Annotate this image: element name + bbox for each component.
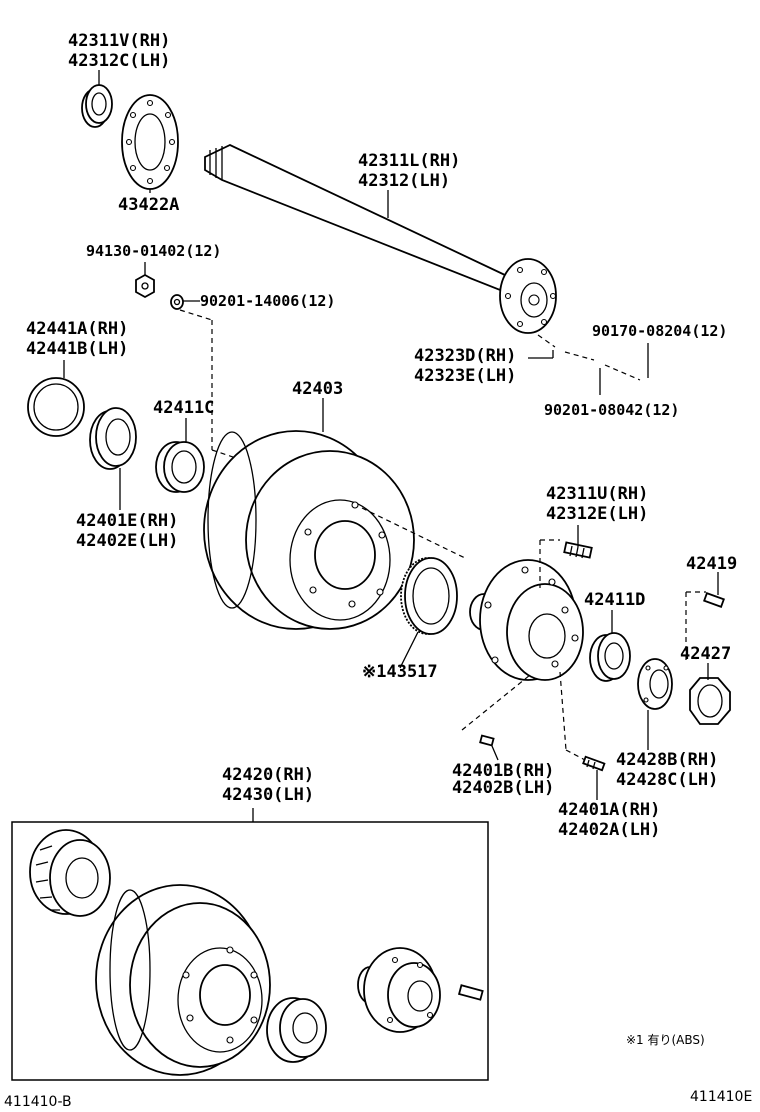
label-90201-14006: 90201-14006(12) [200,292,335,310]
label-42402B: 42402B(LH) [452,778,554,798]
lock-nut-drawing [689,677,731,725]
label-42411C: 42411C [153,398,214,418]
bolt-drawing [703,592,725,608]
label-42428C: 42428C(LH) [616,770,718,790]
label-42323D: 42323D(RH) [414,346,516,366]
label-42312: 42312(LH) [358,171,450,191]
assembly-box [11,821,489,1081]
stud-drawing [582,755,606,772]
pin-drawing [479,734,495,747]
label-42441B: 42441B(LH) [26,339,128,359]
label-94130: 94130-01402(12) [86,242,221,260]
label-42311L: 42311L(RH) [358,151,460,171]
outer-bearing-drawing [89,407,137,470]
label-42401E: 42401E(RH) [76,511,178,531]
label-90201-08042: 90201-08042(12) [544,401,679,419]
axle-shaft-drawing [204,144,557,334]
brake-drum-drawing [203,430,415,630]
label-90170: 90170-08204(12) [592,322,727,340]
label-42427: 42427 [680,644,731,664]
footer-right-code: 411410E [690,1089,752,1105]
label-42420: 42420(RH) [222,765,314,785]
washer-drawing [170,294,184,310]
label-42401A: 42401A(RH) [558,800,660,820]
label-42311V: 42311V(RH) [68,31,170,51]
label-42323E: 42323E(LH) [414,366,516,386]
axle-hub-drawing [469,559,584,681]
label-42312C: 42312C(LH) [68,51,170,71]
hub-bolt-drawing [563,541,593,559]
label-43422A: 43422A [118,195,179,215]
oil-seal-drawing [81,84,113,128]
abs-rotor-drawing [400,557,458,635]
label-42401B: 42401B(RH) [452,761,554,781]
hub-bearing-drawing [589,632,631,682]
label-42402E: 42402E(LH) [76,531,178,551]
label-43517: ※143517 [362,662,438,682]
oil-seal-large-drawing [27,377,85,437]
lock-washer-drawing [637,658,673,710]
gasket-drawing [121,94,179,190]
label-42311U: 42311U(RH) [546,484,648,504]
label-42428B: 42428B(RH) [616,750,718,770]
assembly-bearing-left-drawing [29,829,111,917]
assembly-hub-drawing [357,947,441,1033]
abs-footnote: ※1 有り(ABS) [626,1033,705,1047]
label-42430: 42430(LH) [222,785,314,805]
hex-nut-drawing [135,273,155,299]
label-42411D: 42411D [584,590,645,610]
label-42441A: 42441A(RH) [26,319,128,339]
assembly-drum-drawing [95,884,271,1076]
inner-bearing-drawing [155,441,205,493]
assembly-bolt-drawing [457,984,484,1001]
label-42312E: 42312E(LH) [546,504,648,524]
footer-left-code: 411410-B [4,1094,72,1110]
label-42402A: 42402A(LH) [558,820,660,840]
label-42403: 42403 [292,379,343,399]
label-42419: 42419 [686,554,737,574]
assembly-bearing-right-drawing [266,997,327,1063]
leader-lines [63,70,719,822]
